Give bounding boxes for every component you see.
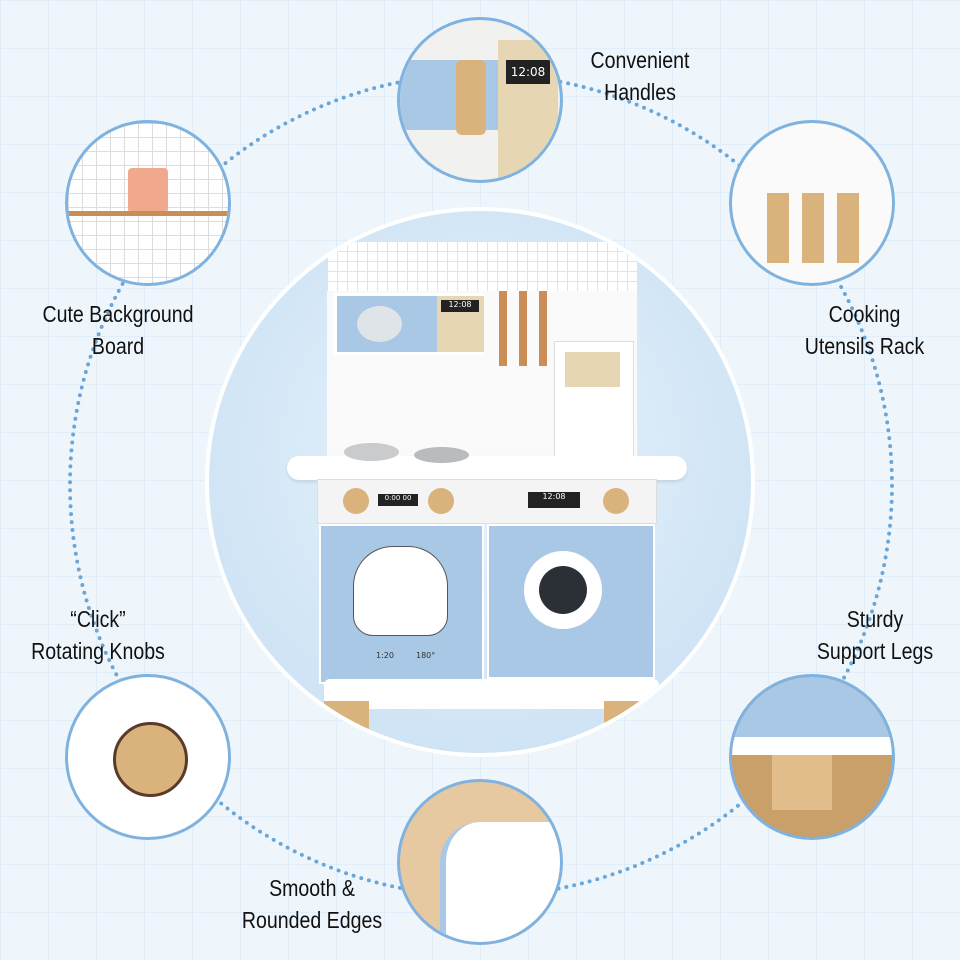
utensil bbox=[539, 291, 547, 366]
thumb-edges bbox=[397, 779, 563, 945]
thumb-rack bbox=[729, 120, 895, 286]
oven-temp: 180° bbox=[416, 651, 436, 660]
leg bbox=[324, 701, 369, 743]
base bbox=[732, 737, 892, 755]
microwave: 12:08 bbox=[334, 293, 484, 355]
label-line: “Click” bbox=[70, 606, 126, 632]
rounded-edge bbox=[440, 822, 560, 942]
product-image-kitchen: 12:08 0:00 00 12:08 1:20 180° bbox=[205, 207, 755, 757]
base bbox=[324, 679, 659, 709]
knob[interactable] bbox=[343, 488, 369, 514]
jar bbox=[128, 168, 168, 213]
pan bbox=[414, 447, 469, 463]
label-line: Sturdy bbox=[846, 606, 904, 632]
label-line: Handles bbox=[604, 79, 676, 105]
label-line: Smooth & bbox=[269, 875, 355, 901]
label-line: Utensils Rack bbox=[804, 333, 925, 359]
washing-machine bbox=[487, 524, 655, 679]
oven-door bbox=[353, 546, 448, 636]
label-line: Rotating Knobs bbox=[31, 638, 165, 664]
handle bbox=[456, 60, 486, 135]
coffee-machine-panel bbox=[565, 352, 620, 387]
thumb-handles: 12:08 bbox=[397, 17, 563, 183]
label-line: Cute Background bbox=[42, 301, 194, 327]
microwave-window bbox=[357, 306, 402, 342]
coffee-machine bbox=[554, 341, 634, 461]
knob[interactable] bbox=[603, 488, 629, 514]
leg bbox=[772, 755, 832, 810]
thumb-board bbox=[65, 120, 231, 286]
label-line: Support Legs bbox=[816, 638, 934, 664]
label-line: Cooking bbox=[828, 301, 901, 327]
microwave-display: 12:08 bbox=[441, 300, 479, 312]
display: 12:08 bbox=[506, 60, 550, 84]
oven-time: 1:20 bbox=[376, 651, 394, 660]
oven-display: 0:00 00 bbox=[378, 494, 418, 506]
utensil bbox=[767, 193, 789, 263]
label-line: Rounded Edges bbox=[241, 907, 383, 933]
label-line: Convenient bbox=[590, 47, 690, 73]
label-knobs: “Click” Rotating Knobs bbox=[22, 603, 175, 667]
knob-icon bbox=[113, 722, 188, 797]
utensil bbox=[802, 193, 824, 263]
pot bbox=[344, 443, 399, 461]
knob[interactable] bbox=[428, 488, 454, 514]
utensil bbox=[499, 291, 507, 366]
utensil bbox=[837, 193, 859, 263]
washer-display: 12:08 bbox=[528, 492, 580, 508]
thumb-knobs bbox=[65, 674, 231, 840]
label-line: Board bbox=[91, 333, 145, 359]
countertop bbox=[287, 456, 687, 480]
shelf bbox=[68, 211, 228, 216]
utensil bbox=[519, 291, 527, 366]
label-edges: Smooth & Rounded Edges bbox=[236, 872, 389, 936]
thumb-legs bbox=[729, 674, 895, 840]
oven: 1:20 180° bbox=[319, 524, 484, 684]
washer-window bbox=[539, 566, 587, 614]
leg bbox=[604, 701, 649, 743]
cabinet-panel bbox=[732, 677, 892, 747]
control-strip: 0:00 00 12:08 bbox=[317, 479, 657, 524]
